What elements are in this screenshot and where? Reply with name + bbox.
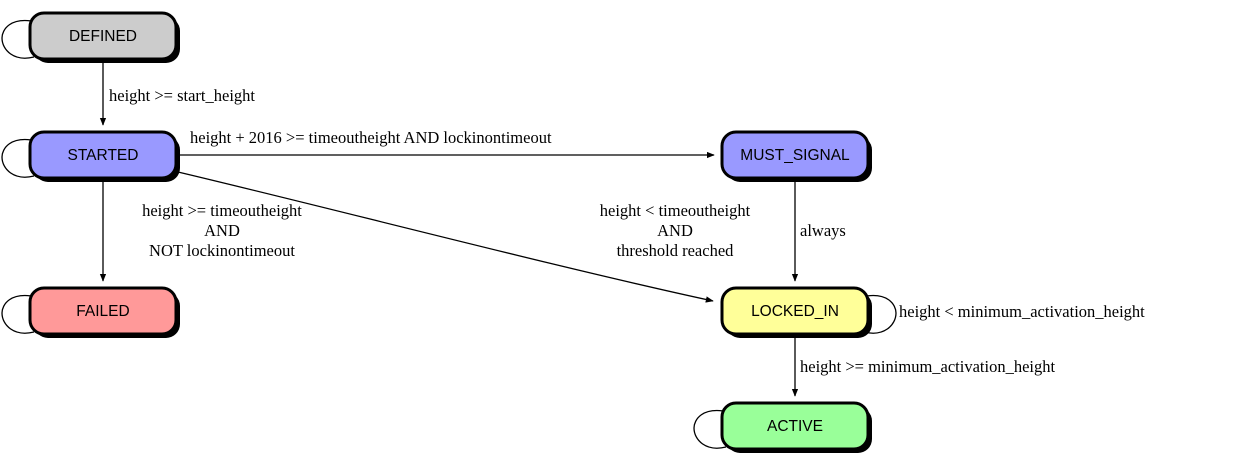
state-label-must-signal: MUST_SIGNAL <box>740 147 850 164</box>
state-node-defined[interactable]: DEFINED <box>28 11 180 63</box>
edge-label-defined-to-started: height >= start_height <box>109 86 255 105</box>
edge-label-started-to-locked-in-line3: threshold reached <box>617 241 735 260</box>
edge-label-started-to-failed-line2: AND <box>204 221 240 240</box>
state-node-started[interactable]: STARTED <box>28 130 180 182</box>
edge-label-started-to-locked-in-line2: AND <box>657 221 693 240</box>
self-loop-started <box>1 138 45 178</box>
edge-label-must-signal-to-locked-in: always <box>800 221 846 240</box>
self-loop-defined <box>1 19 45 59</box>
edge-label-started-to-locked-in-line1: height < timeoutheight <box>600 201 751 220</box>
state-node-locked-in[interactable]: LOCKED_IN <box>720 286 872 338</box>
edge-label-started-to-failed: height >= timeoutheight AND NOT lockinon… <box>142 201 302 260</box>
edge-label-started-to-failed-line1: height >= timeoutheight <box>142 201 302 220</box>
edge-label-locked-in-to-active: height >= minimum_activation_height <box>800 357 1055 376</box>
edge-label-started-to-failed-line3: NOT lockinontimeout <box>149 241 295 260</box>
state-node-failed[interactable]: FAILED <box>28 286 180 338</box>
self-loop-active <box>693 409 737 449</box>
state-label-locked-in: LOCKED_IN <box>751 303 839 320</box>
self-loop-locked-in <box>853 294 897 334</box>
state-label-active: ACTIVE <box>767 418 823 435</box>
state-label-defined: DEFINED <box>69 28 137 45</box>
self-loop-failed <box>1 294 45 334</box>
state-label-failed: FAILED <box>76 303 129 320</box>
edge-started-to-locked-in <box>177 171 714 303</box>
edge-label-started-to-locked-in: height < timeoutheight AND threshold rea… <box>600 201 751 260</box>
edge-label-locked-in-self-loop: height < minimum_activation_height <box>899 302 1145 321</box>
state-node-active[interactable]: ACTIVE <box>720 401 872 453</box>
state-label-started: STARTED <box>68 147 139 164</box>
edge-label-started-to-must-signal: height + 2016 >= timeoutheight AND locki… <box>190 128 552 147</box>
state-node-must-signal[interactable]: MUST_SIGNAL <box>720 130 872 182</box>
